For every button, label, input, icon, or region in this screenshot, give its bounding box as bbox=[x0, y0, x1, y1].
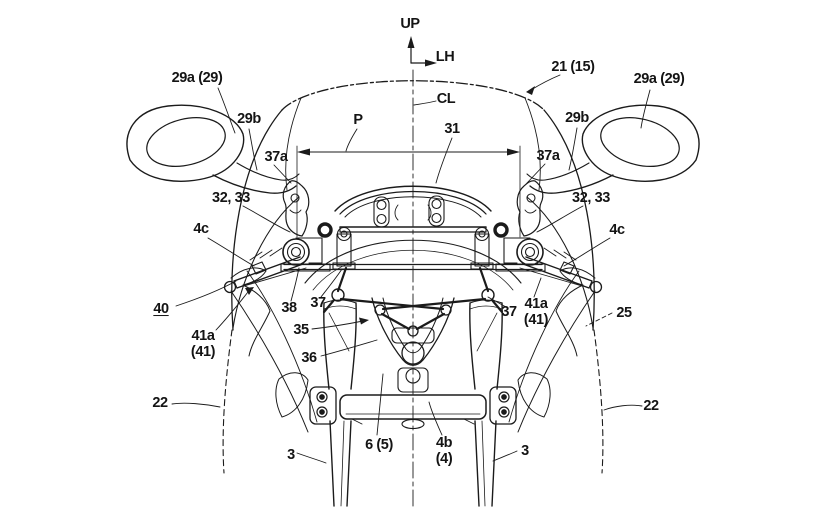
up-arrow-icon bbox=[407, 36, 415, 48]
ref-label-41a-right: 41a (41) bbox=[523, 296, 549, 328]
ref-label-29b-right: 29b bbox=[565, 110, 589, 127]
ref-label-21-15: 21 (15) bbox=[551, 59, 595, 76]
ref-label-36: 36 bbox=[301, 350, 317, 367]
ref-label-4c-left: 4c bbox=[193, 221, 209, 238]
ref-label-32-33-left: 32, 33 bbox=[212, 190, 250, 207]
ref-label-4b-4: 4b (4) bbox=[435, 435, 453, 467]
ref-label-37a-right: 37a bbox=[536, 148, 560, 165]
ref-label-40: 40 bbox=[153, 301, 169, 318]
leader-lines bbox=[171, 74, 651, 464]
label-arrow-21-icon bbox=[526, 86, 535, 95]
ref-label-41a-left: 41a (41) bbox=[190, 328, 216, 360]
ref-label-22-right: 22 bbox=[643, 398, 659, 415]
ref-label-up: UP bbox=[400, 16, 420, 33]
ref-label-29b-left: 29b bbox=[237, 111, 261, 128]
ref-label-35: 35 bbox=[293, 322, 309, 339]
ref-label-37-right: 37 bbox=[501, 304, 517, 321]
ref-label-6-5: 6 (5) bbox=[365, 437, 393, 454]
ref-label-29a-right: 29a (29) bbox=[633, 71, 685, 88]
ref-label-37-left: 37 bbox=[310, 295, 326, 312]
dimension-p bbox=[296, 145, 521, 238]
ref-label-lh: LH bbox=[435, 49, 455, 66]
label-arrow-41a-icon bbox=[245, 287, 254, 295]
ref-label-p: P bbox=[353, 112, 363, 129]
ref-label-25: 25 bbox=[616, 305, 632, 322]
ref-label-29a-left: 29a (29) bbox=[171, 70, 223, 87]
dimension-arrow-left-icon bbox=[297, 148, 310, 156]
ref-label-38: 38 bbox=[281, 300, 297, 317]
lh-arrow-icon bbox=[425, 59, 437, 67]
stay-truss bbox=[322, 266, 504, 331]
dimension-arrow-right-icon bbox=[507, 148, 520, 156]
label-arrow-35-icon bbox=[359, 317, 369, 325]
ref-label-37a-left: 37a bbox=[264, 149, 288, 166]
ref-label-31: 31 bbox=[444, 121, 460, 138]
ref-label-4c-right: 4c bbox=[609, 222, 625, 239]
ref-label-cl: CL bbox=[436, 91, 456, 108]
ref-label-3-right: 3 bbox=[521, 443, 529, 460]
orientation-axis bbox=[407, 36, 437, 67]
ref-label-22-left: 22 bbox=[152, 395, 168, 412]
ref-label-3-left: 3 bbox=[287, 447, 295, 464]
ref-label-32-33-right: 32, 33 bbox=[572, 190, 610, 207]
